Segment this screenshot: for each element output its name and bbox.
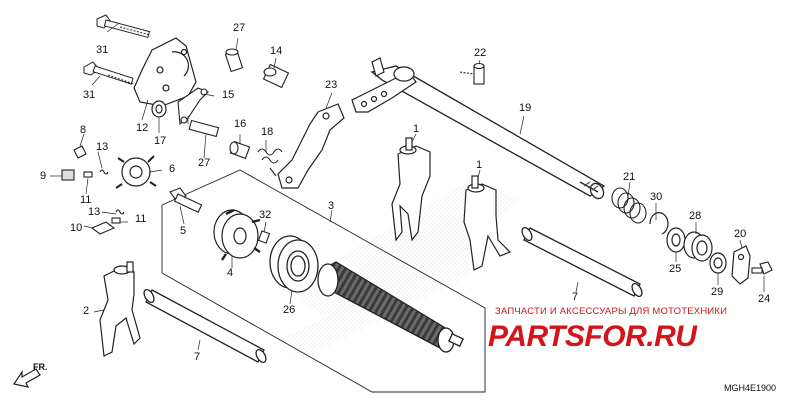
washer-29 bbox=[709, 252, 727, 274]
callout-3: 3 bbox=[328, 200, 335, 212]
bolt-31-upper bbox=[96, 14, 151, 39]
part-13b bbox=[115, 209, 125, 215]
collar-16 bbox=[229, 140, 251, 160]
collar-27-lower bbox=[188, 119, 220, 138]
shift-fork-1-right bbox=[463, 175, 512, 271]
fork-shaft-7-right bbox=[521, 226, 643, 298]
callout-2: 2 bbox=[83, 305, 90, 317]
detent-small-parts bbox=[61, 145, 125, 235]
callout-26: 26 bbox=[283, 304, 296, 316]
collar-27-upper bbox=[224, 48, 244, 73]
collar-14 bbox=[262, 63, 290, 89]
watermark-caption: ЗАПЧАСТИ И АКСЕССУАРЫ ДЛЯ МОТОТЕХНИКИ bbox=[495, 306, 728, 317]
callout-13b: 13 bbox=[88, 206, 101, 218]
part-13a bbox=[99, 169, 109, 175]
front-label: FR. bbox=[33, 362, 48, 372]
callout-21: 21 bbox=[623, 171, 636, 183]
callout-1b: 1 bbox=[476, 159, 483, 171]
part-8 bbox=[73, 145, 87, 159]
callout-20: 20 bbox=[734, 228, 747, 240]
pin-32 bbox=[257, 230, 271, 244]
return-spring-18 bbox=[257, 148, 283, 177]
callout-27b: 27 bbox=[198, 157, 211, 169]
callout-13a: 13 bbox=[96, 141, 109, 153]
callout-9: 9 bbox=[40, 170, 47, 182]
washer-17 bbox=[151, 100, 167, 118]
bolt-24 bbox=[751, 261, 773, 275]
bolt-5 bbox=[169, 187, 203, 213]
stopper-arm-15 bbox=[177, 87, 209, 126]
shift-arm-head bbox=[351, 57, 417, 113]
watermark-logo: PARTSFOR.RU bbox=[488, 320, 697, 353]
callout-7b: 7 bbox=[572, 291, 579, 303]
callout-6: 6 bbox=[169, 163, 176, 175]
callout-25: 25 bbox=[669, 263, 682, 275]
callout-29: 29 bbox=[711, 286, 724, 298]
front-direction-arrow bbox=[13, 368, 41, 388]
callout-27a: 27 bbox=[233, 22, 246, 34]
stopper-plate-12 bbox=[133, 37, 197, 107]
pin-22 bbox=[459, 62, 485, 85]
shift-arm-23 bbox=[277, 103, 345, 189]
diagram-code: MGH4E1900 bbox=[724, 383, 777, 393]
shift-drum-cam-4 bbox=[213, 208, 261, 261]
leader-lines bbox=[50, 23, 765, 351]
part-11a bbox=[83, 171, 93, 178]
callout-12: 12 bbox=[136, 122, 149, 134]
shift-drum-3 bbox=[317, 261, 464, 353]
callout-28: 28 bbox=[689, 210, 702, 222]
callout-31b: 31 bbox=[83, 89, 96, 101]
fork-shaft-19 bbox=[370, 65, 606, 200]
callout-5: 5 bbox=[180, 225, 187, 237]
callout-4: 4 bbox=[227, 267, 234, 279]
part-10 bbox=[90, 221, 116, 235]
callout-18: 18 bbox=[261, 126, 274, 138]
callout-10: 10 bbox=[70, 222, 83, 234]
fork-shaft-7-left bbox=[143, 288, 267, 364]
shift-fork-2 bbox=[99, 261, 141, 357]
shaft-spring-21 bbox=[611, 187, 647, 224]
callout-8: 8 bbox=[80, 124, 87, 136]
callout-24: 24 bbox=[758, 293, 771, 305]
callout-17: 17 bbox=[154, 135, 167, 147]
callout-16: 16 bbox=[234, 118, 247, 130]
washer-25 bbox=[666, 227, 686, 253]
bolt-31-lower bbox=[83, 61, 135, 85]
shift-drum-group-outline bbox=[161, 169, 486, 393]
callout-23: 23 bbox=[325, 79, 338, 91]
callout-32: 32 bbox=[259, 209, 272, 221]
part-11b bbox=[111, 217, 121, 224]
stop-plate-20 bbox=[731, 245, 751, 285]
needle-bearing-28 bbox=[683, 231, 713, 262]
callout-1a: 1 bbox=[413, 123, 420, 135]
callout-11b: 11 bbox=[135, 213, 147, 225]
callout-22: 22 bbox=[474, 47, 487, 59]
shift-fork-1-center bbox=[391, 137, 431, 242]
part-9 bbox=[61, 169, 75, 181]
callout-11a: 11 bbox=[80, 194, 92, 206]
callout-19: 19 bbox=[519, 102, 532, 114]
callout-30: 30 bbox=[650, 191, 663, 203]
callout-15: 15 bbox=[222, 89, 235, 101]
callout-14: 14 bbox=[270, 45, 283, 57]
callout-31a: 31 bbox=[96, 44, 109, 56]
callout-7a: 7 bbox=[194, 351, 201, 363]
bearing-26 bbox=[269, 235, 319, 293]
circlip-30 bbox=[649, 212, 669, 235]
